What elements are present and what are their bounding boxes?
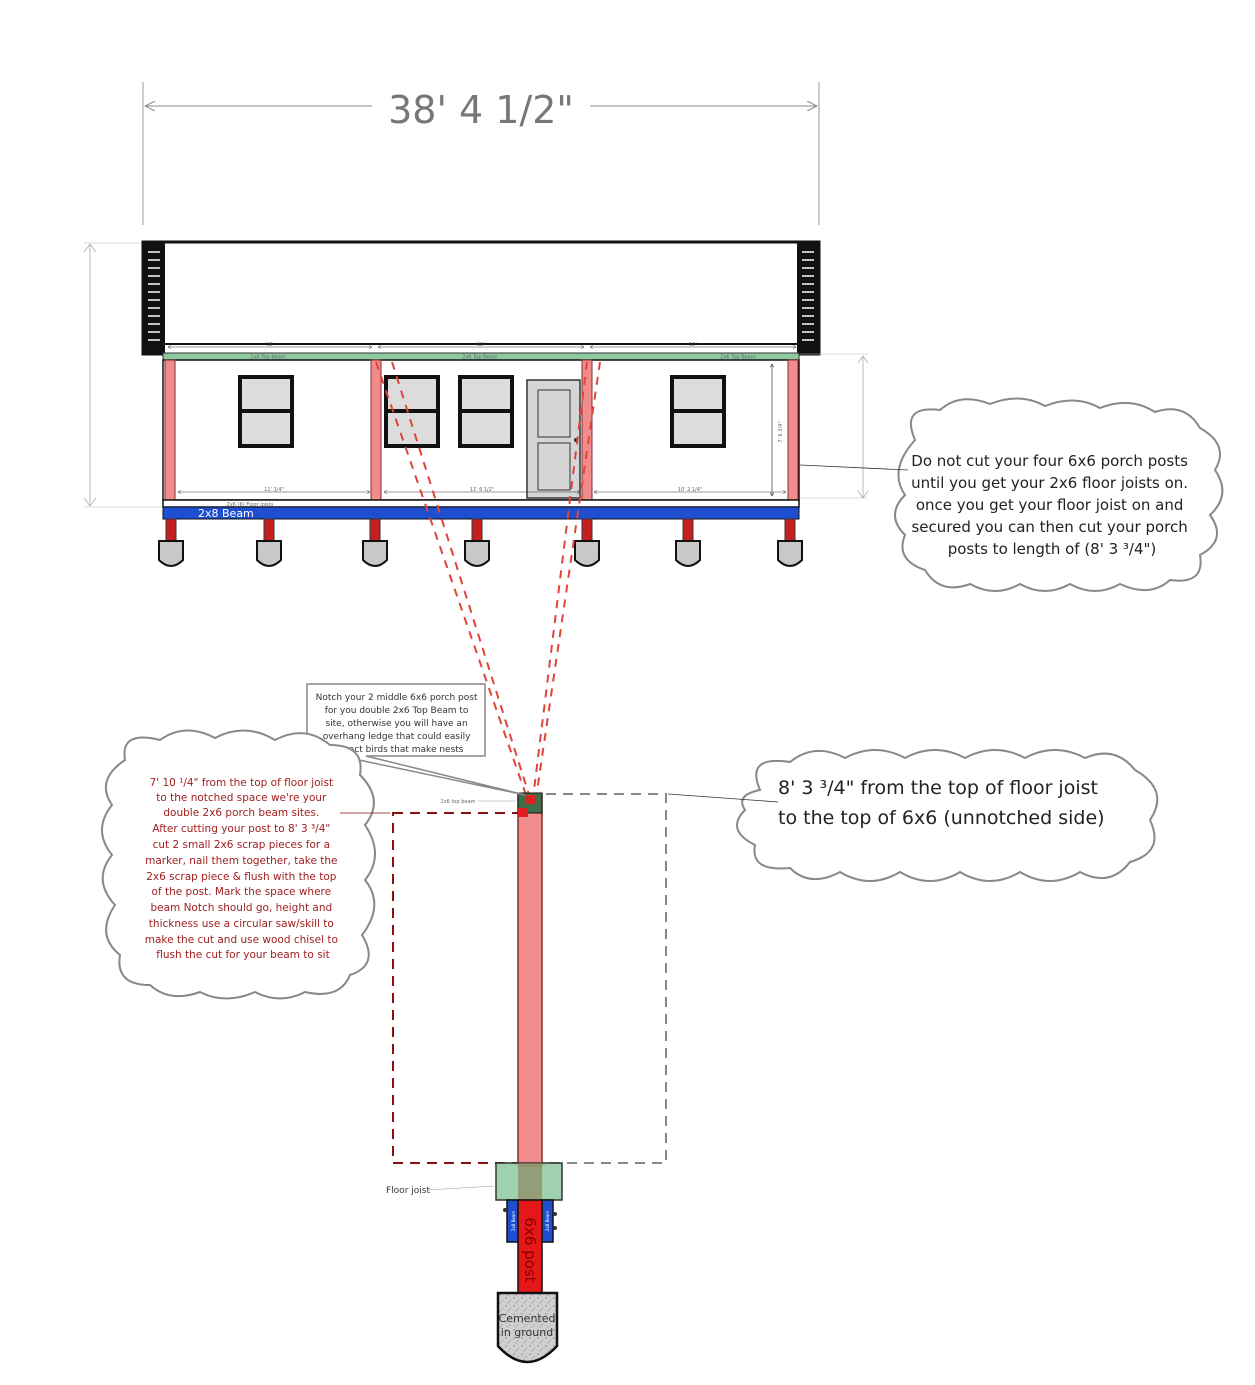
window — [670, 375, 726, 448]
svg-text:12': 12' — [266, 342, 274, 348]
window — [238, 375, 294, 448]
svg-text:2x6 Top Beam: 2x6 Top Beam — [720, 355, 756, 361]
pier — [464, 518, 490, 567]
svg-text:7' 6 3/4": 7' 6 3/4" — [778, 421, 784, 442]
roof-trim-lines — [148, 251, 814, 341]
overall-width-dimension: 38' 4 1/2" — [142, 82, 820, 225]
sight-lines — [375, 361, 601, 799]
svg-text:Cemented: Cemented — [499, 1312, 556, 1325]
roof-right-trim — [797, 242, 819, 354]
svg-text:Notch your 2 middle 6x6 porch: Notch your 2 middle 6x6 porch post for y… — [316, 693, 481, 755]
notched-dimension-box — [392, 812, 530, 1164]
pier — [158, 518, 184, 567]
svg-text:7' 10 ¹/4" from the top of flo: 7' 10 ¹/4" from the top of floor joist t… — [145, 777, 342, 961]
svg-text:2x8 Beam: 2x8 Beam — [511, 1211, 516, 1231]
porch-posts-note-callout: Do not cut your four 6x6 porch posts unt… — [799, 397, 1224, 592]
footing — [496, 1291, 559, 1364]
callout-leader — [667, 793, 779, 803]
callout-leader — [799, 464, 909, 471]
pier — [256, 518, 282, 567]
porch-post — [164, 359, 176, 501]
svg-text:2x6 Top Beam: 2x6 Top Beam — [462, 355, 498, 361]
floor-joist-label: Floor joist — [386, 1186, 430, 1196]
post-6x6-lower — [517, 1199, 543, 1297]
pier — [362, 518, 388, 567]
post-label: 6x6 post — [521, 1217, 539, 1282]
svg-text:2x6 (6) Floor Joists: 2x6 (6) Floor Joists — [227, 502, 274, 508]
beam-2x8 — [162, 506, 800, 520]
svg-text:2x8 Beam: 2x8 Beam — [545, 1211, 550, 1231]
unnotched-dimension-callout: 8' 3 ³/4" from the top of floor joist to… — [667, 749, 1159, 882]
pier — [574, 518, 600, 567]
notch-dimension-callout: 7' 10 ¹/4" from the top of floor joist t… — [101, 729, 390, 1000]
window — [384, 375, 440, 448]
pier — [777, 518, 803, 567]
svg-text:Do not cut your four 6x6 porch: Do not cut your four 6x6 porch posts unt… — [911, 452, 1193, 558]
porch-post — [581, 359, 593, 501]
beam-label: 2x8 Beam — [198, 507, 254, 520]
svg-text:11' 6 1/2": 11' 6 1/2" — [470, 487, 494, 493]
svg-text:8' 3 ³/4" from the top of floo: 8' 3 ³/4" from the top of floor joist to… — [778, 777, 1105, 829]
post-detail: 2x6 top beam Floor joist 2x8 Beam 2x8 Be… — [386, 792, 667, 1364]
house-elevation: 2x6 Top Beam 2x6 Top Beam 2x6 Top Beam 1… — [83, 240, 869, 567]
overall-width-label: 38' 4 1/2" — [388, 88, 574, 132]
pier — [675, 518, 701, 567]
window — [458, 375, 514, 448]
porch-post — [370, 359, 382, 501]
porch-post-detail — [517, 793, 543, 1167]
svg-text:11' 1/4": 11' 1/4" — [264, 487, 284, 493]
unnotched-dimension-box — [528, 793, 667, 1164]
roof — [141, 240, 821, 356]
door — [526, 379, 581, 499]
svg-text:in ground: in ground — [501, 1326, 553, 1339]
svg-text:10' 2 1/4": 10' 2 1/4" — [678, 487, 702, 493]
porch-post — [787, 359, 799, 501]
svg-text:12': 12' — [689, 342, 697, 348]
svg-text:2x6 top beam: 2x6 top beam — [441, 799, 476, 805]
roof-left-trim — [143, 242, 165, 354]
svg-text:12': 12' — [477, 342, 485, 348]
svg-text:2x6 Top Beam: 2x6 Top Beam — [250, 355, 286, 361]
